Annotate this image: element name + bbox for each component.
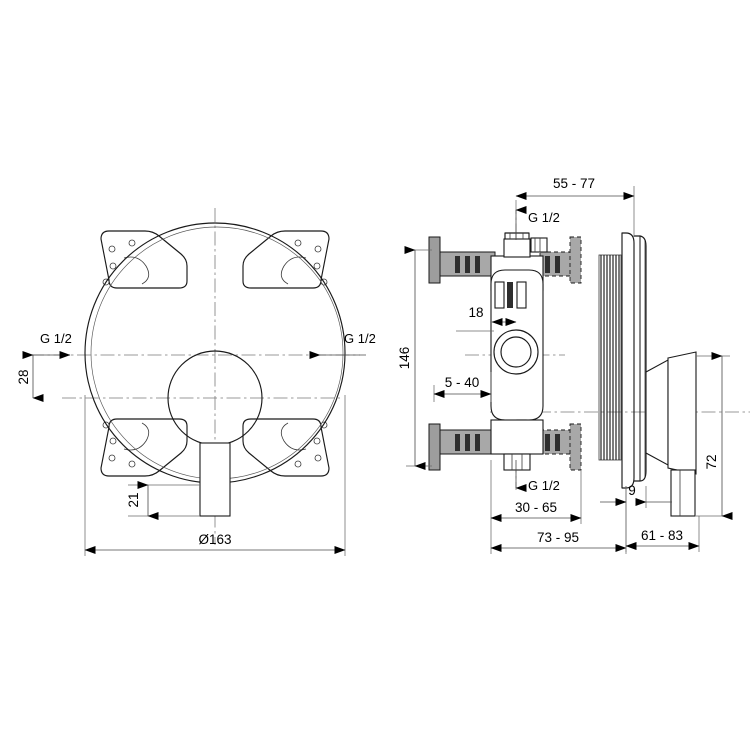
dimension-9: 9 [600, 483, 672, 508]
dimension-5-40: 5 - 40 [433, 372, 492, 402]
handle-assembly-side [645, 351, 697, 517]
dimension-73-95-label: 73 - 95 [537, 530, 579, 545]
dimension-61-83: 61 - 83 [625, 508, 700, 552]
dimension-146-label: 146 [397, 347, 412, 370]
dimension-5-40-label: 5 - 40 [445, 375, 480, 390]
section-top-port-label: G 1/2 [528, 210, 560, 225]
mounting-bracket-bottom-right [242, 418, 330, 477]
dimension-top-span-label: 55 - 77 [553, 176, 595, 191]
section-top-port-callout: G 1/2 [515, 206, 560, 240]
dimension-73-95: 73 - 95 [490, 486, 627, 554]
dimension-diameter-label: Ø163 [198, 532, 231, 547]
dimension-146: 146 [397, 246, 432, 470]
inlet-left-callout: G 1/2 [24, 331, 72, 359]
mounting-bracket-top-left [100, 230, 188, 289]
dimension-9-label: 9 [628, 483, 636, 498]
upper-inlet-arm-right [539, 236, 582, 284]
front-inlet-right-label: G 1/2 [344, 331, 376, 346]
section-bottom-port-label: G 1/2 [528, 478, 560, 493]
lower-inlet-arm-left [428, 423, 496, 471]
ribbed-sleeve [598, 254, 622, 461]
upper-inlet-arm-left [428, 236, 496, 284]
dimension-72-label: 72 [704, 454, 719, 469]
lower-inlet-arm-right [539, 423, 582, 471]
mounting-bracket-bottom-left [100, 418, 188, 477]
dimension-28: 28 [16, 351, 44, 402]
section-view-group: 55 - 77 G 1/2 G 1/2 146 [397, 176, 750, 554]
valve-body-section [490, 232, 548, 471]
section-bottom-port-callout: G 1/2 [515, 460, 560, 493]
front-view-group: G 1/2 G 1/2 28 21 [16, 208, 376, 556]
dimension-72: 72 [696, 352, 733, 520]
inlet-right-callout: G 1/2 [309, 331, 376, 359]
escutcheon-plate-edge [621, 232, 647, 489]
dimension-30-65-label: 30 - 65 [515, 500, 557, 515]
mounting-bracket-top-right [242, 230, 330, 289]
dimension-30-65: 30 - 65 [490, 460, 582, 524]
dimension-21: 21 [126, 481, 200, 520]
lever-handle-front [167, 350, 263, 517]
dimension-21-label: 21 [126, 492, 141, 507]
dimension-61-83-label: 61 - 83 [641, 528, 683, 543]
dimension-28-label: 28 [16, 369, 31, 384]
dimension-top-span: 55 - 77 [515, 176, 635, 236]
front-view-centerlines [30, 208, 360, 545]
front-inlet-left-label: G 1/2 [40, 331, 72, 346]
dimension-diameter: Ø163 [84, 395, 346, 556]
dimension-18: 18 [456, 305, 517, 332]
dimension-18-label: 18 [468, 305, 483, 320]
